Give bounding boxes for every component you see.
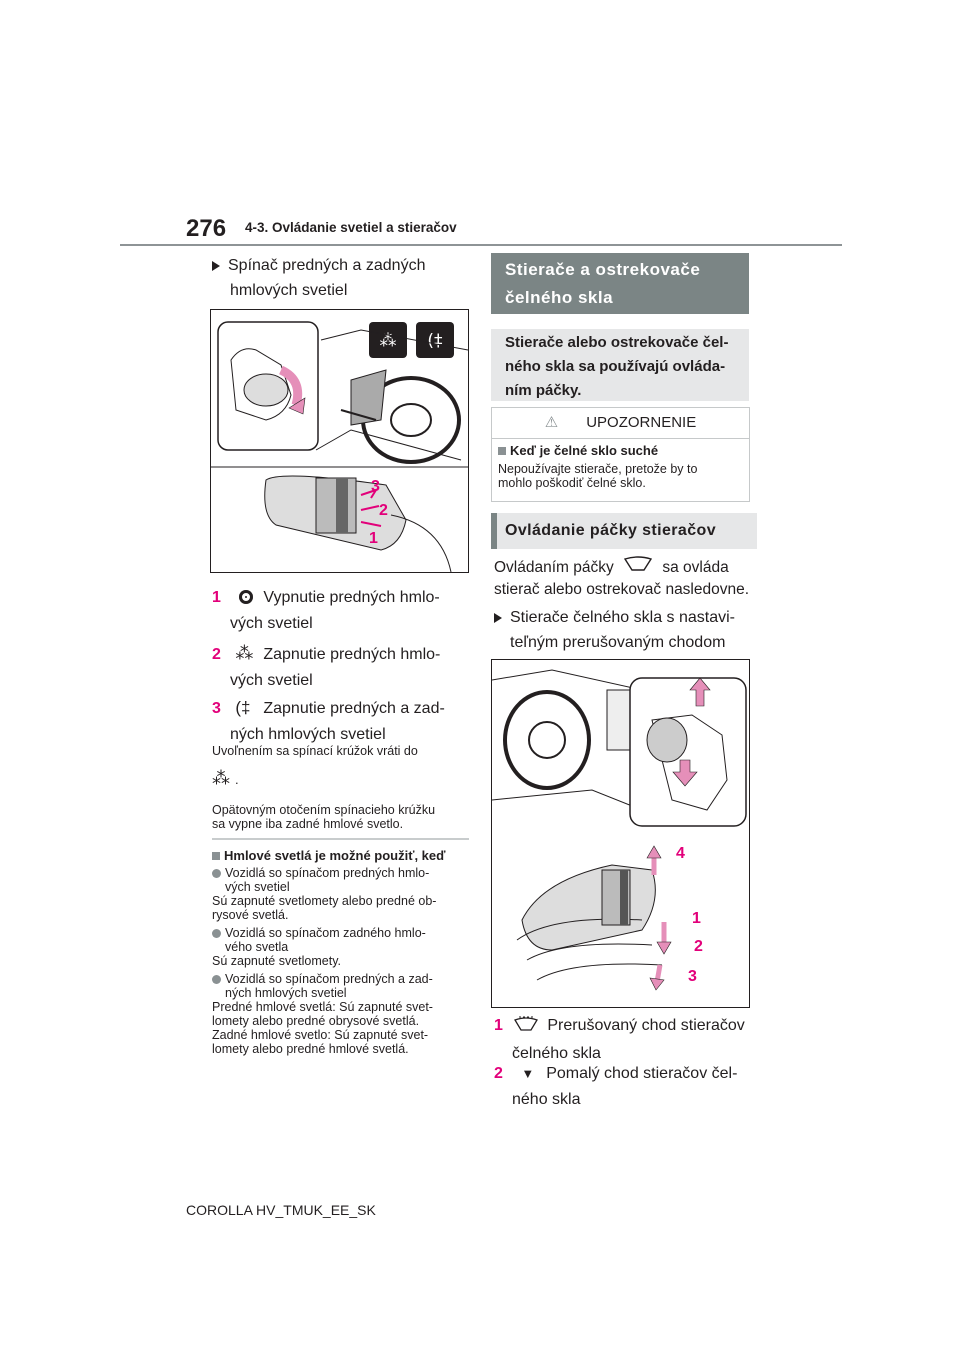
wiper-item-1: 1 Prerušovaný chod stieračov čelného skl…	[494, 1015, 745, 1062]
fog-item-2: 2 ⁂Zapnutie predných hmlo- vých svetiel	[212, 640, 440, 694]
wipers-banner: Stierače a ostrekovače čelného skla	[491, 253, 749, 314]
note-1: Vozidlá so spínačom predných hmlo- vých …	[212, 866, 437, 922]
square-bullet-icon	[498, 447, 506, 455]
notes-list: Vozidlá so spínačom predných hmlo- vých …	[212, 866, 470, 1056]
wiper-lever-figure: 4 1 2 3	[491, 659, 750, 1008]
header-rule	[120, 244, 842, 246]
figure-callout-1: 1	[369, 530, 378, 547]
figure-callout-2: 2	[379, 502, 388, 519]
release-fog-line: ⁂ .	[212, 768, 239, 788]
svg-text:(‡: (‡	[427, 331, 443, 351]
wiper-intermittent-icon	[513, 1015, 541, 1041]
wiper-bullet-heading: Stierače čelného skla s nastavi- teľným …	[494, 605, 735, 655]
note-3: Vozidlá so spínačom predných a zad- ných…	[212, 972, 433, 1056]
fog-switch-figure: ⁂ (‡ 3 2 1	[210, 309, 469, 573]
page-number: 276	[186, 215, 227, 242]
dot-bullet-icon	[212, 869, 221, 879]
bullet-arrow-icon	[494, 612, 502, 623]
fog-item-3: 3 (‡Zapnutie predných a zad- ných hmlový…	[212, 695, 445, 748]
front-fog-icon: ⁂	[235, 643, 254, 663]
lever-paragraph: Ovládaním páčky sa ovláda stierač alebo …	[494, 556, 754, 601]
fog-off-icon	[239, 590, 254, 604]
section-title: 4-3. Ovládanie svetiel a stieračov	[245, 220, 457, 235]
fog-switch-heading: Spínač predných a zadných hmlových sveti…	[212, 253, 425, 303]
figure-callout-1: 1	[692, 910, 701, 927]
rear-fog-icon: (‡	[235, 698, 251, 717]
note-heading: Hmlové svetlá je možné použiť, keď	[212, 848, 445, 863]
dot-bullet-icon	[212, 929, 221, 939]
repeat-text: Opätovným otočením spínacieho krúžku sa …	[212, 803, 436, 831]
divider	[212, 838, 469, 840]
warning-heading: Keď je čelné sklo suché	[498, 443, 743, 458]
intro-box: Stierače alebo ostrekovače čel- ného skl…	[491, 329, 749, 401]
dot-bullet-icon	[212, 975, 221, 985]
front-fog-icon: ⁂	[212, 768, 230, 788]
bullet-arrow-icon	[212, 260, 220, 271]
release-text: Uvoľnením sa spínací krúžok vráti do	[212, 744, 418, 758]
wiper-item-2: 2 ▼Pomalý chod stieračov čel- ného skla	[494, 1061, 737, 1113]
down-triangle-icon: ▼	[521, 1066, 535, 1081]
square-bullet-icon	[212, 852, 220, 860]
fog-item-1: 1 Vypnutie predných hmlo- vých svetiel	[212, 589, 440, 632]
wiper-lever-illustration	[491, 669, 747, 991]
warning-triangle-icon: ⚠	[544, 414, 559, 431]
wiper-icon	[618, 556, 658, 579]
lever-banner: Ovládanie páčky stieračov	[491, 513, 757, 549]
warning-text: Nepoužívajte stierače, pretože by to moh…	[498, 462, 698, 490]
footer-model: COROLLA HV_TMUK_EE_SK	[186, 1202, 376, 1218]
figure-callout-4: 4	[676, 845, 685, 862]
fog-switch-illustration: ⁂ (‡	[211, 321, 469, 573]
figure-callout-2: 2	[694, 938, 703, 955]
figure-callout-3: 3	[371, 478, 380, 495]
figure-callout-3: 3	[688, 968, 697, 985]
warning-box: ⚠UPOZORNENIE Keď je čelné sklo suché Nep…	[491, 407, 750, 502]
note-2: Vozidlá so spínačom zadného hmlo- vého s…	[212, 926, 426, 968]
warning-title-row: ⚠UPOZORNENIE	[492, 408, 749, 439]
